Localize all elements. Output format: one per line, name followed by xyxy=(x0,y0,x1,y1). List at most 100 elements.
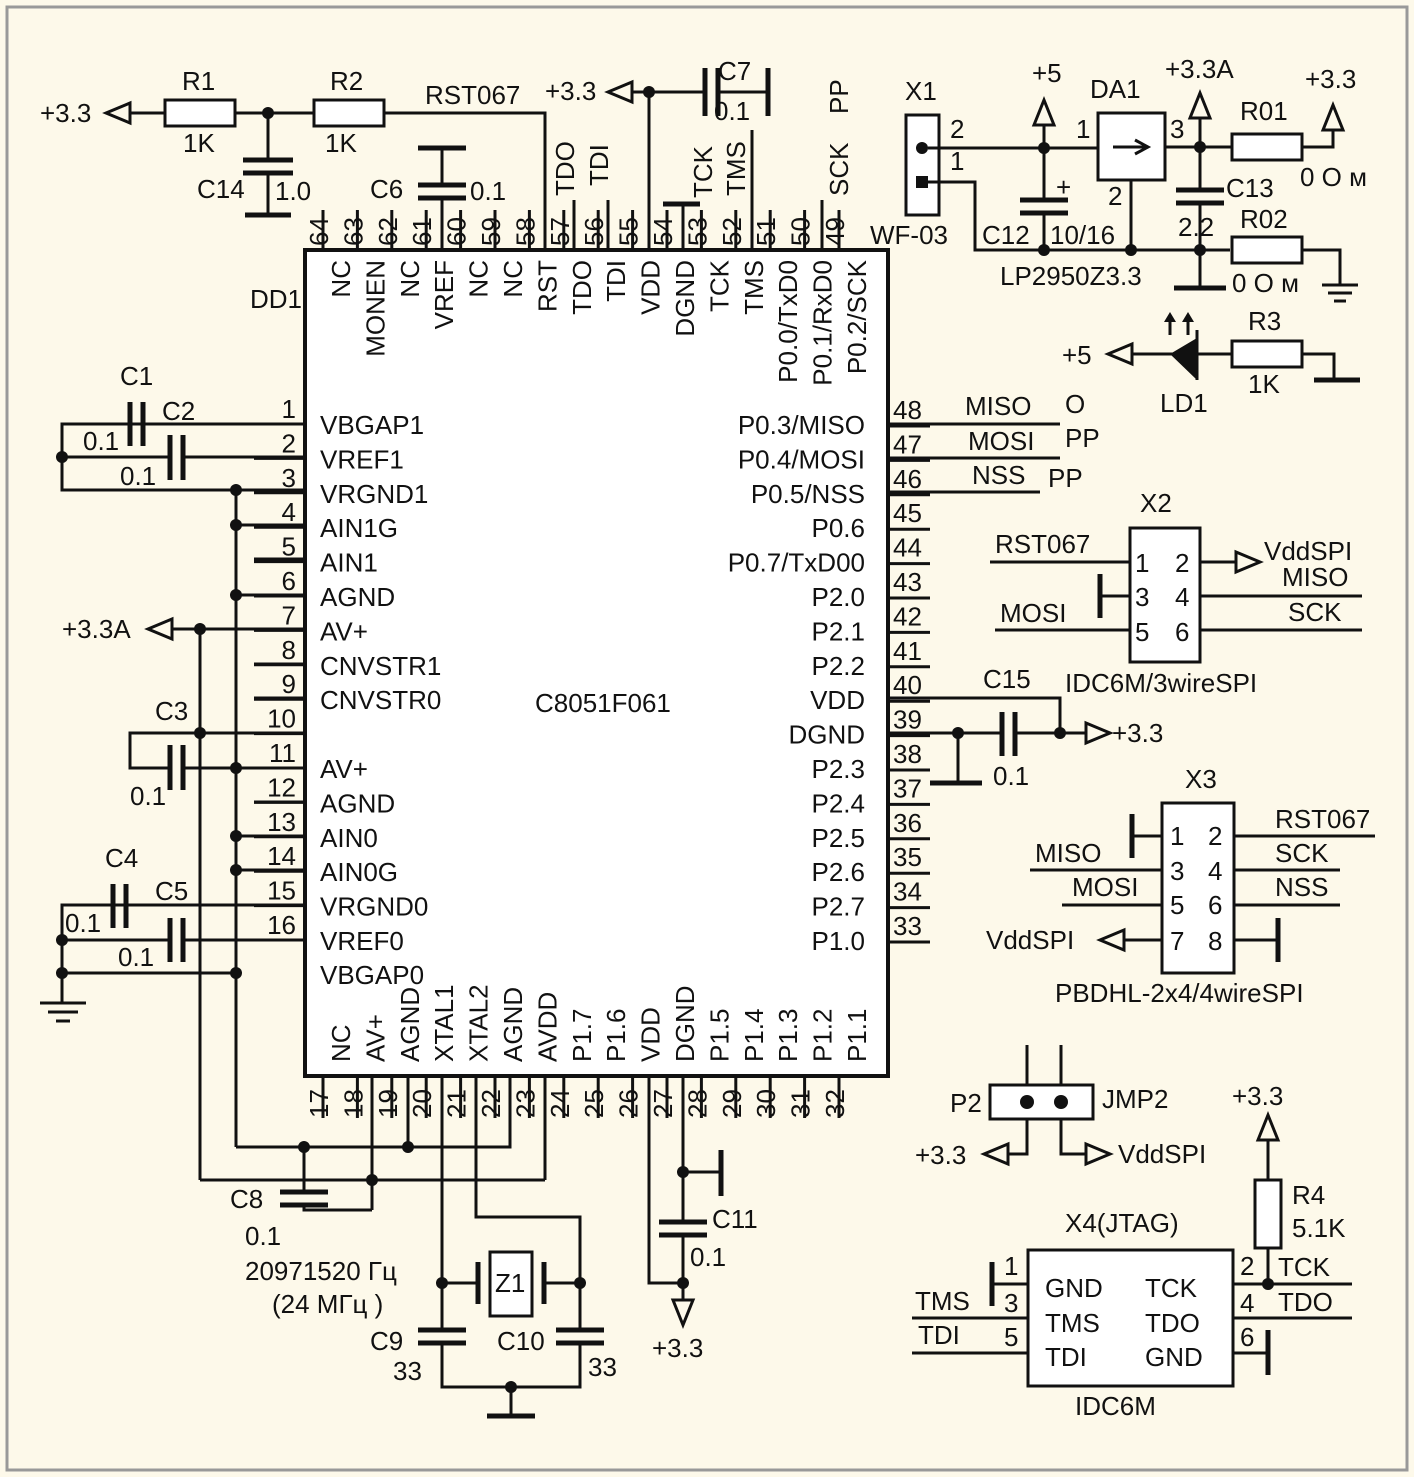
x4-label: X4(JTAG) xyxy=(1065,1208,1179,1238)
c10-value: 33 xyxy=(588,1352,617,1382)
c2-value: 0.1 xyxy=(120,461,156,491)
pin-number: 35 xyxy=(893,842,922,872)
svg-text:+: + xyxy=(1056,172,1071,202)
pin-label: P0.1/RxD0 xyxy=(808,260,838,386)
da1-label: DA1 xyxy=(1090,74,1141,104)
x3-vddspi: VddSPI xyxy=(986,925,1074,955)
x2-rst-net: RST067 xyxy=(995,529,1090,559)
c11-value: 0.1 xyxy=(690,1242,726,1272)
pin-number: 8 xyxy=(282,635,296,665)
pin-number: 22 xyxy=(476,1089,506,1118)
x3-label: X3 xyxy=(1185,764,1217,794)
pin-number: 11 xyxy=(269,738,296,768)
z1-label: Z1 xyxy=(495,1268,525,1298)
crystal-z1 xyxy=(488,1250,534,1318)
p2-supply-label: +3.3 xyxy=(915,1140,966,1170)
pin-number: 52 xyxy=(717,217,747,246)
pin-label: AGND xyxy=(395,987,425,1062)
pin-number: 63 xyxy=(338,217,368,246)
r1-label: R1 xyxy=(182,66,215,96)
c6-value: 0.1 xyxy=(470,176,506,206)
pin-label: P0.6 xyxy=(812,513,866,543)
pin-number: 24 xyxy=(545,1089,575,1118)
power-supply: X1 2 1 WF-03 +5 + C12 10/16 DA1 1 3 2 LP… xyxy=(870,54,1367,418)
regulator-arrow-icon xyxy=(1134,138,1152,156)
svg-text:6: 6 xyxy=(1240,1322,1254,1352)
x3-sck-net: SCK xyxy=(1275,838,1329,868)
resistor-r4 xyxy=(1253,1178,1283,1250)
da1-pin1: 1 xyxy=(1076,114,1090,144)
r02-value: 0 О м xyxy=(1232,268,1299,298)
pin-label: VDD xyxy=(636,260,666,315)
c15-label: C15 xyxy=(983,664,1031,694)
x4-tck-pin: TCK xyxy=(1145,1273,1198,1303)
supply-arrow-icon xyxy=(1031,95,1057,127)
svg-text:8: 8 xyxy=(1208,926,1222,956)
left-capacitors: C1 0.1 C2 0.1 +3.3A C3 0.1 xyxy=(40,361,305,1180)
pin-label: P2.5 xyxy=(812,823,866,853)
p33a-label: +3.3A xyxy=(1165,54,1234,84)
da1-pin2: 2 xyxy=(1108,181,1122,211)
jumper-p2: P2 JMP2 +3.3 VddSPI xyxy=(915,1045,1206,1170)
pin-label: P1.3 xyxy=(773,1009,803,1063)
c8-value: 0.1 xyxy=(245,1221,281,1251)
c1-label: C1 xyxy=(120,361,153,391)
pin-label: AVDD xyxy=(532,992,562,1062)
pin-number: 12 xyxy=(267,772,296,802)
pin-number: 53 xyxy=(682,217,712,246)
pin-label: P0.4/MOSI xyxy=(738,444,865,474)
pin-label: TCK xyxy=(704,259,734,312)
pin-label: AGND xyxy=(320,788,395,818)
x4-body xyxy=(1026,1248,1235,1388)
x3-type: PBDHL-2x4/4wireSPI xyxy=(1055,978,1304,1008)
x4-gnd-right: GND xyxy=(1145,1342,1203,1372)
pin-number: 61 xyxy=(407,217,437,246)
nss-net: NSS xyxy=(972,460,1025,490)
supply-arrow-icon xyxy=(980,1141,1010,1167)
c3-value: 0.1 xyxy=(130,781,166,811)
pin-number: 51 xyxy=(751,217,781,246)
pin-label: AIN1G xyxy=(320,513,398,543)
pin-number: 29 xyxy=(717,1089,747,1118)
pin-label: NC xyxy=(326,260,356,298)
pin-label: P2.6 xyxy=(812,857,866,887)
r01-supply-label: +3.3 xyxy=(1305,64,1356,94)
top-tck-label: TCK xyxy=(688,145,718,198)
svg-text:4: 4 xyxy=(1175,582,1189,612)
pin-number: 26 xyxy=(614,1089,644,1118)
c5-label: C5 xyxy=(155,876,188,906)
pin-label: P2.4 xyxy=(812,788,866,818)
pin-label: AV+ xyxy=(320,754,368,784)
pin-label: DGND xyxy=(670,260,700,337)
resistor-r02 xyxy=(1230,235,1304,265)
pin-label: AIN0G xyxy=(320,857,398,887)
pin-number: 39 xyxy=(893,705,922,735)
r2-value: 1K xyxy=(325,128,357,158)
mosi-net: MOSI xyxy=(968,426,1034,456)
pin-label: TMS xyxy=(739,260,769,315)
c9-label: C9 xyxy=(370,1326,403,1356)
c15-value: 0.1 xyxy=(993,761,1029,791)
crystal-frequency: 20971520 Гц xyxy=(245,1256,397,1286)
jmp2-label: JMP2 xyxy=(1102,1084,1168,1114)
pin-number: 13 xyxy=(267,807,296,837)
svg-text:3: 3 xyxy=(1004,1288,1018,1318)
pin-label: P1.1 xyxy=(842,1009,872,1063)
c14-label: C14 xyxy=(197,174,245,204)
pin-number: 62 xyxy=(373,217,403,246)
pin-label: P1.5 xyxy=(704,1009,734,1063)
pin-label: CNVSTR1 xyxy=(320,651,441,681)
pin-number: 4 xyxy=(282,497,296,527)
c7-supply-label: +3.3 xyxy=(545,76,596,106)
pin-number: 43 xyxy=(893,567,922,597)
c13-label: C13 xyxy=(1226,173,1274,203)
pin-number: 30 xyxy=(751,1089,781,1118)
resistor-r2 xyxy=(312,98,386,128)
pin-number: 21 xyxy=(442,1089,472,1118)
resistor-r3 xyxy=(1230,339,1304,369)
x3-rst-net: RST067 xyxy=(1275,804,1370,834)
pin-number: 50 xyxy=(786,217,816,246)
